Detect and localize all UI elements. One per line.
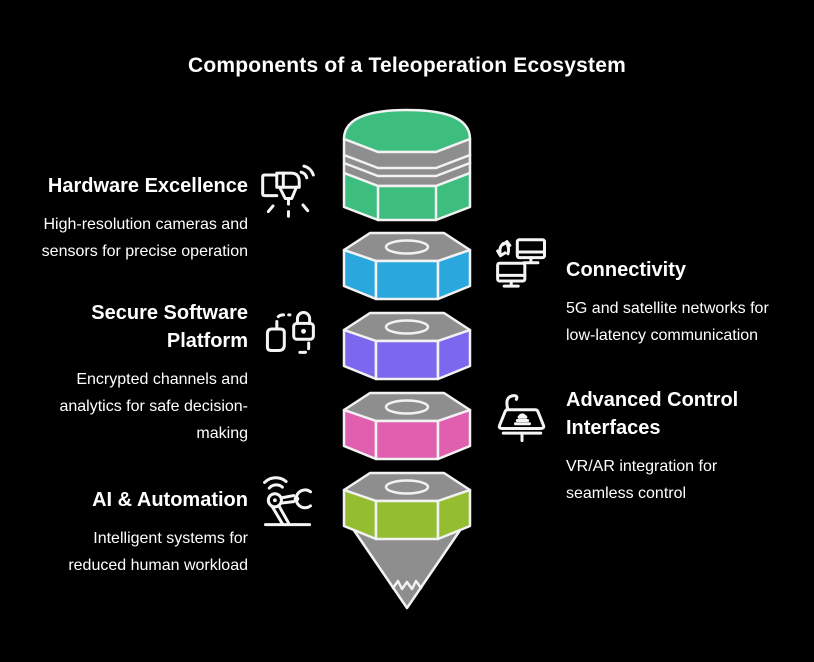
pencil-segment-eraser-cap <box>342 108 472 222</box>
item-heading: Connectivity <box>566 259 687 281</box>
item-heading: AI & Automation <box>92 489 248 511</box>
pencil-stack-graphic <box>342 108 472 610</box>
pencil-segment-nut-2 <box>342 311 472 381</box>
pencil-tip-jag <box>391 579 423 591</box>
robot-arm-icon <box>258 474 318 534</box>
item-description: Intelligent systems for reduced human wo… <box>68 530 248 574</box>
padlock-icon <box>259 298 319 358</box>
item-heading: Hardware Excellence <box>47 175 248 197</box>
item-description: VR/AR integration for seamless control <box>566 458 718 502</box>
item-secure-software-platform: Secure Software Platform Encrypted chann… <box>18 299 248 447</box>
item-description: 5G and satellite networks for low-latenc… <box>566 300 769 344</box>
wireless-drill-icon <box>258 160 318 220</box>
pencil-segment-nut-1 <box>342 231 472 301</box>
item-description: Encrypted channels and analytics for saf… <box>59 371 248 442</box>
item-heading: Secure Software Platform <box>91 302 248 352</box>
pencil-segment-nut-3 <box>342 391 472 461</box>
item-hardware-excellence: Hardware Excellence High-resolution came… <box>18 172 248 265</box>
networked-monitors-icon <box>492 236 552 296</box>
page-title: Components of a Teleoperation Ecosystem <box>188 54 626 77</box>
pencil-segment-tip-nut <box>342 471 472 610</box>
item-heading: Advanced Control Interfaces <box>566 389 739 439</box>
item-description: High-resolution cameras and sensors for … <box>41 216 248 260</box>
item-connectivity: Connectivity 5G and satellite networks f… <box>566 256 814 349</box>
item-advanced-control-interfaces: Advanced Control Interfaces VR/AR integr… <box>566 386 814 507</box>
control-console-icon <box>492 390 552 450</box>
item-ai-automation: AI & Automation Intelligent systems for … <box>18 486 248 579</box>
